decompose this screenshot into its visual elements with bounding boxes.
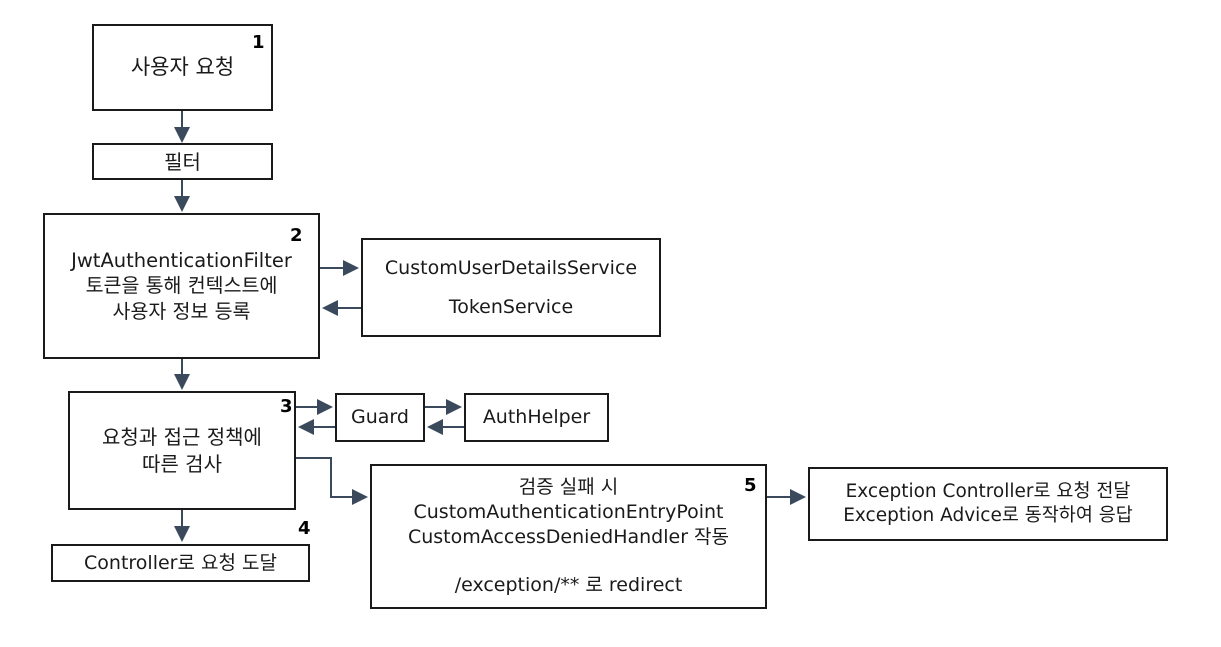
filter-box: 필터	[92, 143, 273, 180]
step-number-5: 5	[744, 475, 757, 496]
user-request-box: 사용자 요청	[92, 24, 273, 111]
failure-box: 검증 실패 시 CustomAuthenticationEntryPoint C…	[370, 464, 767, 609]
step-number-1: 1	[252, 32, 265, 53]
controller-label: Controller로 요청 도달	[84, 551, 277, 574]
access-check-line-1: 요청과 접근 정책에	[102, 424, 262, 449]
guard-box: Guard	[335, 393, 425, 442]
auth-helper-label: AuthHelper	[482, 406, 591, 429]
services-line-1: CustomUserDetailsService	[384, 256, 638, 279]
failure-line-3: CustomAccessDeniedHandler 작동	[407, 525, 730, 548]
failure-line-2: CustomAuthenticationEntryPoint	[413, 500, 724, 523]
exception-box: Exception Controller로 요청 전달 Exception Ad…	[808, 467, 1168, 541]
user-request-label: 사용자 요청	[130, 54, 235, 79]
filter-label: 필터	[164, 149, 201, 174]
exception-line-1: Exception Controller로 요청 전달	[845, 480, 1131, 502]
access-check-box: 요청과 접근 정책에 따른 검사	[68, 391, 296, 510]
exception-line-2: Exception Advice로 동작하여 응답	[843, 505, 1133, 526]
jwt-filter-line-2: 토큰을 통해 컨텍스트에	[85, 274, 278, 298]
jwt-filter-line-1: JwtAuthenticationFilter	[71, 248, 292, 272]
step-number-4: 4	[298, 518, 311, 539]
controller-box: Controller로 요청 도달	[51, 544, 310, 582]
services-box: CustomUserDetailsService TokenService	[361, 238, 661, 337]
step-number-3: 3	[280, 396, 293, 417]
auth-helper-box: AuthHelper	[464, 393, 609, 442]
services-line-2: TokenService	[448, 295, 574, 318]
arrow-access-to-failure	[296, 457, 368, 505]
failure-line-1: 검증 실패 시	[518, 476, 619, 499]
jwt-filter-line-3: 사용자 정보 등록	[112, 299, 251, 323]
guard-label: Guard	[351, 406, 409, 429]
access-check-line-2: 따른 검사	[142, 451, 222, 476]
failure-line-5: /exception/** 로 redirect	[454, 574, 683, 597]
step-number-2: 2	[290, 225, 303, 246]
jwt-filter-box: JwtAuthenticationFilter 토큰을 통해 컨텍스트에 사용자…	[43, 213, 320, 359]
